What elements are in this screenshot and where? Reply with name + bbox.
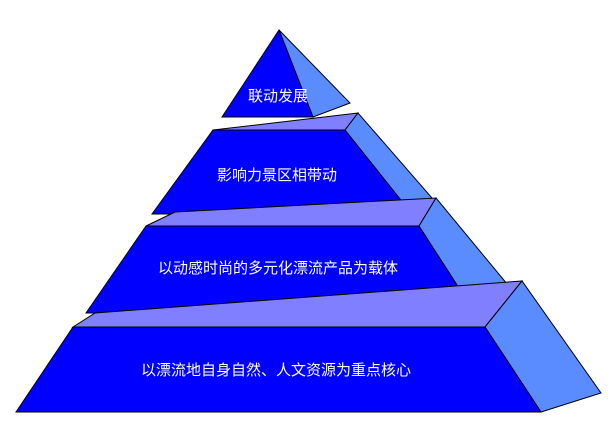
level-3-label: 以动感时尚的多元化漂流产品为载体 (158, 259, 398, 277)
level-4-front-face (15, 326, 542, 413)
pyramid-level-1: 联动发展 (221, 28, 351, 118)
level-2-label: 影响力景区相带动 (217, 166, 337, 184)
pyramid-level-2: 影响力景区相带动 (151, 112, 433, 215)
level-1-front-face (221, 28, 314, 118)
level-1-label: 联动发展 (248, 87, 308, 105)
pyramid-level-4: 以漂流地自身自然、人文资源为重点核心 (15, 280, 602, 413)
level-4-label: 以漂流地自身自然、人文资源为重点核心 (141, 361, 411, 379)
